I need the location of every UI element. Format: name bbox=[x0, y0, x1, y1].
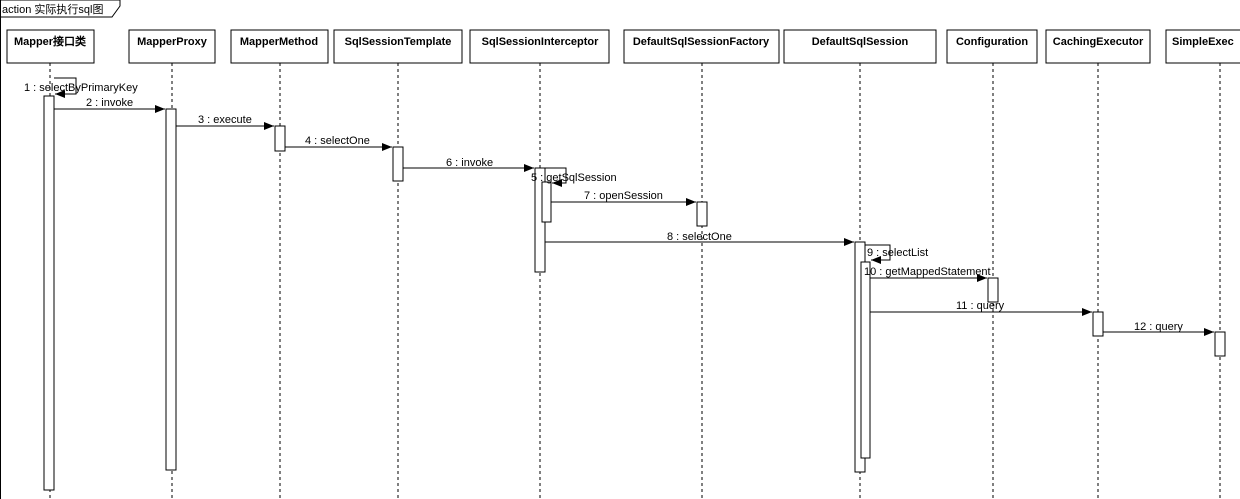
message-label: 11 : query bbox=[956, 300, 1005, 312]
participant-label: SqlSessionTemplate bbox=[345, 36, 452, 48]
activation-bar bbox=[392, 146, 404, 182]
message-label: 12 : query bbox=[1134, 321, 1183, 333]
participant-sqlsession-template[interactable]: SqlSessionTemplate bbox=[333, 29, 463, 64]
message-6: 6 : invoke bbox=[403, 157, 534, 172]
activation-bar bbox=[43, 95, 55, 491]
activation-bar bbox=[165, 108, 177, 471]
participant-label: DefaultSqlSessionFactory bbox=[633, 36, 770, 48]
message-label: 8 : selectOne bbox=[667, 231, 732, 243]
activation-bar bbox=[1092, 311, 1104, 337]
activation-bar bbox=[696, 201, 708, 227]
message-label: 4 : selectOne bbox=[305, 135, 370, 147]
participant-mapper-interface[interactable]: Mapper接口类 bbox=[6, 29, 95, 64]
participant-mapper-method[interactable]: MapperMethod bbox=[230, 29, 329, 64]
activation-bar bbox=[274, 125, 286, 152]
participant-label: DefaultSqlSession bbox=[812, 36, 909, 48]
activation-bar bbox=[541, 181, 552, 223]
message-2: 2 : invoke bbox=[54, 97, 165, 113]
participant-label: MapperMethod bbox=[240, 36, 318, 48]
frame-label: action 实际执行sql图 bbox=[2, 2, 103, 16]
participant-default-sqlsession-factory[interactable]: DefaultSqlSessionFactory bbox=[623, 29, 780, 64]
activation-bar bbox=[860, 261, 871, 459]
participant-label: SimpleExec bbox=[1172, 36, 1234, 48]
message-11: 11 : query bbox=[870, 300, 1092, 316]
participant-headers: Mapper接口类 MapperProxy MapperMethod SqlSe… bbox=[6, 29, 1240, 64]
message-3: 3 : execute bbox=[176, 114, 274, 130]
participant-configuration[interactable]: Configuration bbox=[946, 29, 1038, 64]
message-label: 2 : invoke bbox=[86, 97, 133, 109]
participant-simple-executor[interactable]: SimpleExec bbox=[1165, 29, 1240, 64]
participant-mapper-proxy[interactable]: MapperProxy bbox=[128, 29, 216, 64]
message-1-self-call: 1 : selectByPrimaryKey bbox=[24, 77, 138, 98]
lifelines bbox=[49, 63, 1221, 499]
participant-label: CachingExecutor bbox=[1053, 36, 1144, 48]
message-label: 3 : execute bbox=[198, 114, 252, 126]
participant-label: Configuration bbox=[956, 36, 1028, 48]
message-12: 12 : query bbox=[1103, 321, 1214, 336]
activation-bars bbox=[43, 95, 1226, 491]
message-4: 4 : selectOne bbox=[285, 135, 392, 151]
diagram-frame: action 实际执行sql图 bbox=[0, 0, 121, 18]
participant-label: Mapper接口类 bbox=[14, 34, 87, 48]
message-label: 1 : selectByPrimaryKey bbox=[24, 82, 138, 94]
message-8: 8 : selectOne bbox=[545, 231, 854, 246]
message-label: 7 : openSession bbox=[584, 190, 663, 202]
message-label: 9 : selectList bbox=[867, 247, 928, 259]
message-10: 10 : getMappedStatement bbox=[864, 266, 991, 282]
messages: 1 : selectByPrimaryKey 2 : invoke 3 : ex… bbox=[24, 77, 1214, 336]
participant-sqlsession-interceptor[interactable]: SqlSessionInterceptor bbox=[469, 29, 610, 64]
message-9-self-call: 9 : selectList bbox=[865, 244, 928, 264]
message-label: 10 : getMappedStatement bbox=[864, 266, 991, 278]
activation-bar bbox=[1214, 331, 1226, 357]
message-5-self-call: 5 : getSqlSession bbox=[531, 167, 617, 187]
participant-caching-executor[interactable]: CachingExecutor bbox=[1045, 29, 1151, 64]
participant-label: SqlSessionInterceptor bbox=[482, 36, 599, 48]
message-7: 7 : openSession bbox=[551, 190, 696, 206]
activation-bar bbox=[987, 277, 999, 303]
message-label: 5 : getSqlSession bbox=[531, 172, 617, 184]
participant-default-sqlsession[interactable]: DefaultSqlSession bbox=[783, 29, 937, 64]
participant-label: MapperProxy bbox=[137, 36, 208, 48]
message-label: 6 : invoke bbox=[446, 157, 493, 169]
